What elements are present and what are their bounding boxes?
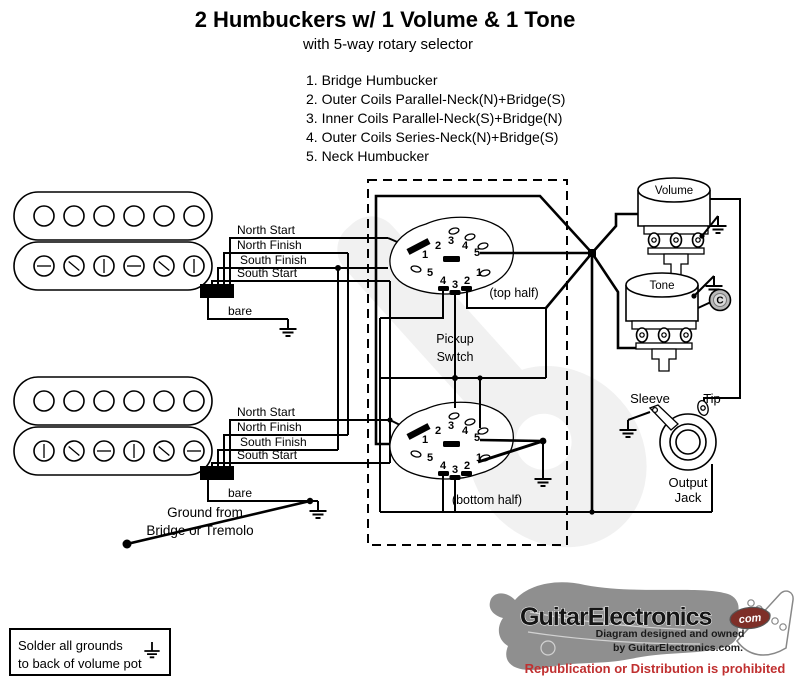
tremolo-ground-line1: Ground from: [167, 505, 243, 520]
bottom-half-upper-num-1: 1: [422, 434, 428, 446]
volume-lug-1: [647, 232, 661, 248]
volume-label: Volume: [655, 185, 693, 197]
tip-label: Tip: [703, 391, 721, 406]
volume-lug-2: [669, 232, 683, 248]
note-line1: Solder all grounds: [18, 638, 123, 653]
neck-north-finish-label: North Finish: [237, 238, 302, 252]
top-half-lower-num-4: 4: [440, 275, 447, 287]
neck-cable-jacket: [200, 284, 234, 298]
top-half-lower-num-3: 3: [452, 279, 458, 291]
bridge-bare-label: bare: [228, 486, 252, 500]
top-half-lower-num-5: 5: [427, 267, 433, 279]
volume-pot: Volume: [637, 177, 728, 277]
bridge-humbucker: [13, 376, 234, 480]
tone-pot: Tone C: [625, 272, 732, 372]
logo-guitar-body: [489, 582, 739, 670]
title-block: 2 Humbuckers w/ 1 Volume & 1 Tone with 5…: [195, 7, 576, 53]
position-2: 2. Outer Coils Parallel-Neck(N)+Bridge(S…: [306, 91, 565, 107]
bridge-north-finish-label: North Finish: [237, 420, 302, 434]
note-box: Solder all grounds to back of volume pot: [9, 628, 171, 676]
note-line2: to back of volume pot: [18, 656, 142, 671]
bridge-north-start-label: North Start: [237, 405, 296, 419]
background-watermark: [337, 216, 647, 548]
output-jack-label-2: Jack: [675, 490, 702, 505]
bridge-south-start-label: South Start: [237, 448, 298, 462]
page-title: 2 Humbuckers w/ 1 Volume & 1 Tone: [195, 7, 576, 32]
position-3: 3. Inner Coils Parallel-Neck(S)+Bridge(N…: [306, 110, 562, 126]
logo-credit-line2: by GuitarElectronics.com.: [613, 642, 743, 654]
logo-tld-text: com: [738, 612, 762, 626]
neck-humbucker: [13, 191, 234, 298]
position-5: 5. Neck Humbucker: [306, 148, 429, 164]
top-half-lower-num-1: 1: [476, 267, 482, 279]
selector-dashed-outline: [367, 179, 568, 546]
top-half-upper-num-3: 3: [448, 235, 454, 247]
tremolo-ground-icon: [308, 500, 328, 519]
output-jack-label-1: Output: [668, 475, 707, 490]
position-4: 4. Outer Coils Series-Neck(N)+Bridge(S): [306, 129, 558, 145]
page-subtitle: with 5-way rotary selector: [302, 36, 473, 53]
neck-pickup-wires: North Start North Finish South Finish So…: [207, 223, 390, 337]
bottom-half-lower-num-2: 2: [464, 460, 470, 472]
top-half-upper-num-4: 4: [462, 240, 469, 252]
harness-wiring: [374, 194, 741, 515]
tone-lug-2: [657, 327, 671, 343]
bridge-south-finish-label: South Finish: [240, 435, 307, 449]
neck-screw-poles: [33, 255, 205, 277]
capacitor-label: C: [716, 296, 723, 307]
output-jack: Sleeve Tip Output Jack: [618, 391, 721, 505]
top-half-lower-num-2: 2: [464, 275, 470, 287]
bridge-pickup-wires: North Start North Finish South Finish So…: [207, 405, 390, 502]
bottom-half-upper-num-2: 2: [435, 425, 441, 437]
bottom-half-upper-num-5: 5: [474, 432, 480, 444]
tremolo-ground-block: Ground from Bridge or Tremolo: [122, 497, 328, 549]
top-half-upper-num-2: 2: [435, 240, 441, 252]
neck-bare-ground-icon: [278, 318, 298, 337]
bridge-cable-jacket: [200, 466, 234, 480]
top-half-upper-num-5: 5: [474, 247, 480, 259]
bottom-half-lower-num-5: 5: [427, 452, 433, 464]
neck-south-finish-label: South Finish: [240, 253, 307, 267]
switch-top-half: 1 2 3 4 5 5 4 3 2 1: [389, 216, 514, 295]
tone-capacitor: C: [708, 288, 732, 312]
position-1: 1. Bridge Humbucker: [306, 72, 438, 88]
logo: GuitarElectronics com Diagram designed a…: [489, 582, 794, 676]
bridge-screw-poles: [33, 440, 205, 462]
bottom-half-lower-num-3: 3: [452, 464, 458, 476]
tone-lug-1: [635, 327, 649, 343]
logo-com-badge: com: [729, 606, 771, 630]
top-half-caption: (top half): [489, 286, 538, 300]
neck-north-start-label: North Start: [237, 223, 296, 237]
tone-label: Tone: [650, 280, 675, 292]
logo-credit-line1: Diagram designed and owned: [596, 628, 745, 640]
bottom-half-lower-num-4: 4: [440, 460, 447, 472]
neck-bare-label: bare: [228, 304, 252, 318]
bottom-half-upper-num-4: 4: [462, 425, 469, 437]
bottom-half-upper-num-3: 3: [448, 420, 454, 432]
jack-tip-lug: [697, 399, 709, 417]
bottom-half-lower-num-1: 1: [476, 452, 482, 464]
logo-brand-text: GuitarElectronics: [520, 603, 711, 631]
rotary-selector: Pickup Switch (top half) (bottom half) 1…: [367, 179, 568, 546]
bottom-half-caption: (bottom half): [452, 493, 522, 507]
logo-warning-text: Republication or Distribution is prohibi…: [525, 661, 786, 676]
position-list: 1. Bridge Humbucker 2. Outer Coils Paral…: [306, 72, 565, 164]
neck-south-start-label: South Start: [237, 266, 298, 280]
tone-shaft: [651, 348, 677, 372]
tone-lug-3: [679, 327, 693, 343]
top-half-upper-num-1: 1: [422, 249, 428, 261]
sleeve-label: Sleeve: [630, 391, 670, 406]
